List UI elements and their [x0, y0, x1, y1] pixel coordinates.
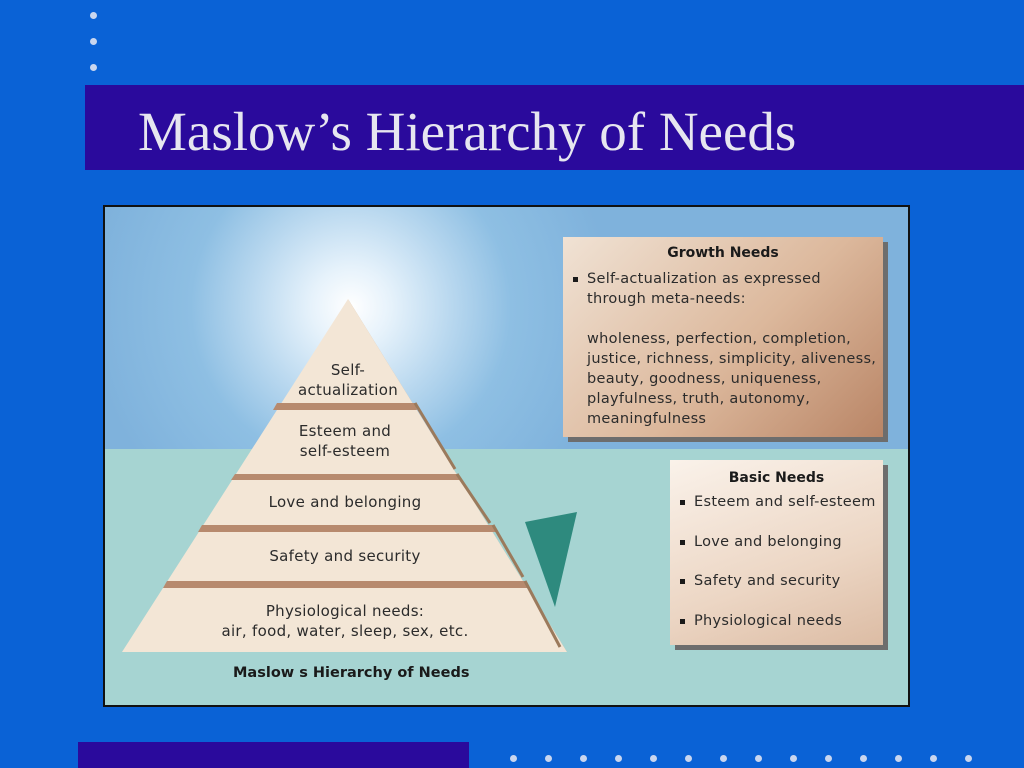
pyramid-level-esteem: Esteem and self-esteem	[265, 421, 425, 461]
decor-dot	[930, 755, 937, 762]
decor-dot	[895, 755, 902, 762]
bottom-bar	[78, 742, 469, 768]
growth-needs-bullet: Self-actualization as expressed through …	[569, 269, 873, 309]
tier-separator	[231, 474, 460, 480]
decor-dot	[685, 755, 692, 762]
tier-separator	[273, 403, 417, 410]
tier-separator	[163, 581, 528, 588]
slide-title: Maslow’s Hierarchy of Needs	[138, 101, 797, 162]
pyramid-level-love: Love and belonging	[225, 492, 465, 512]
figure-caption: Maslow s Hierarchy of Needs	[233, 665, 470, 681]
growth-needs-box: Growth Needs Self-actualization as expre…	[563, 237, 883, 437]
meta-needs-list: wholeness, perfection, completion, justi…	[587, 331, 877, 427]
title-bar	[85, 85, 1024, 170]
decor-dot	[510, 755, 517, 762]
maslow-figure: Self- actualization Esteem and self-este…	[103, 205, 910, 707]
tier-separator	[198, 525, 496, 532]
decor-dot	[755, 755, 762, 762]
decor-dot	[545, 755, 552, 762]
pyramid-level-physiological: Physiological needs: air, food, water, s…	[185, 601, 505, 641]
pyramid-level-text: air, food, water, sleep, sex, etc.	[221, 622, 469, 640]
decor-dot	[615, 755, 622, 762]
decor-dot	[90, 12, 97, 19]
pyramid-level-text: Physiological needs:	[265, 602, 425, 620]
basic-needs-heading: Basic Needs	[728, 470, 825, 486]
decor-dot	[650, 755, 657, 762]
pyramid-shadow	[525, 512, 577, 607]
basic-needs-box: Basic Needs Esteem and self-esteem Love …	[670, 460, 883, 645]
basic-needs-item: Physiological needs	[676, 611, 883, 631]
decor-dot	[720, 755, 727, 762]
pyramid-level-text: Safety and security	[269, 547, 421, 565]
decor-dot	[965, 755, 972, 762]
pyramid-graphic	[122, 299, 577, 652]
basic-needs-item: Safety and security	[676, 571, 883, 591]
decor-dot	[90, 38, 97, 45]
decor-dot	[790, 755, 797, 762]
pyramid-level-text: Self-	[330, 361, 366, 379]
basic-needs-item: Love and belonging	[676, 532, 883, 552]
pyramid-step-edge	[413, 402, 457, 470]
pyramid-level-text: self-esteem	[299, 442, 391, 460]
basic-needs-item: Esteem and self-esteem	[676, 492, 883, 512]
growth-needs-heading: Growth Needs	[667, 245, 779, 261]
pyramid-level-self-actualization: Self- actualization	[273, 360, 423, 400]
decor-dot	[860, 755, 867, 762]
pyramid-level-text: actualization	[297, 381, 399, 399]
pyramid-step-edge	[491, 524, 525, 578]
pyramid-step-edge	[523, 580, 562, 648]
decor-dot	[90, 64, 97, 71]
decor-dot	[825, 755, 832, 762]
pyramid-level-text: Love and belonging	[268, 493, 422, 511]
pyramid-step-edge	[455, 473, 492, 524]
pyramid-level-safety: Safety and security	[215, 546, 475, 566]
pyramid-level-text: Esteem and	[298, 422, 392, 440]
decor-dot	[580, 755, 587, 762]
